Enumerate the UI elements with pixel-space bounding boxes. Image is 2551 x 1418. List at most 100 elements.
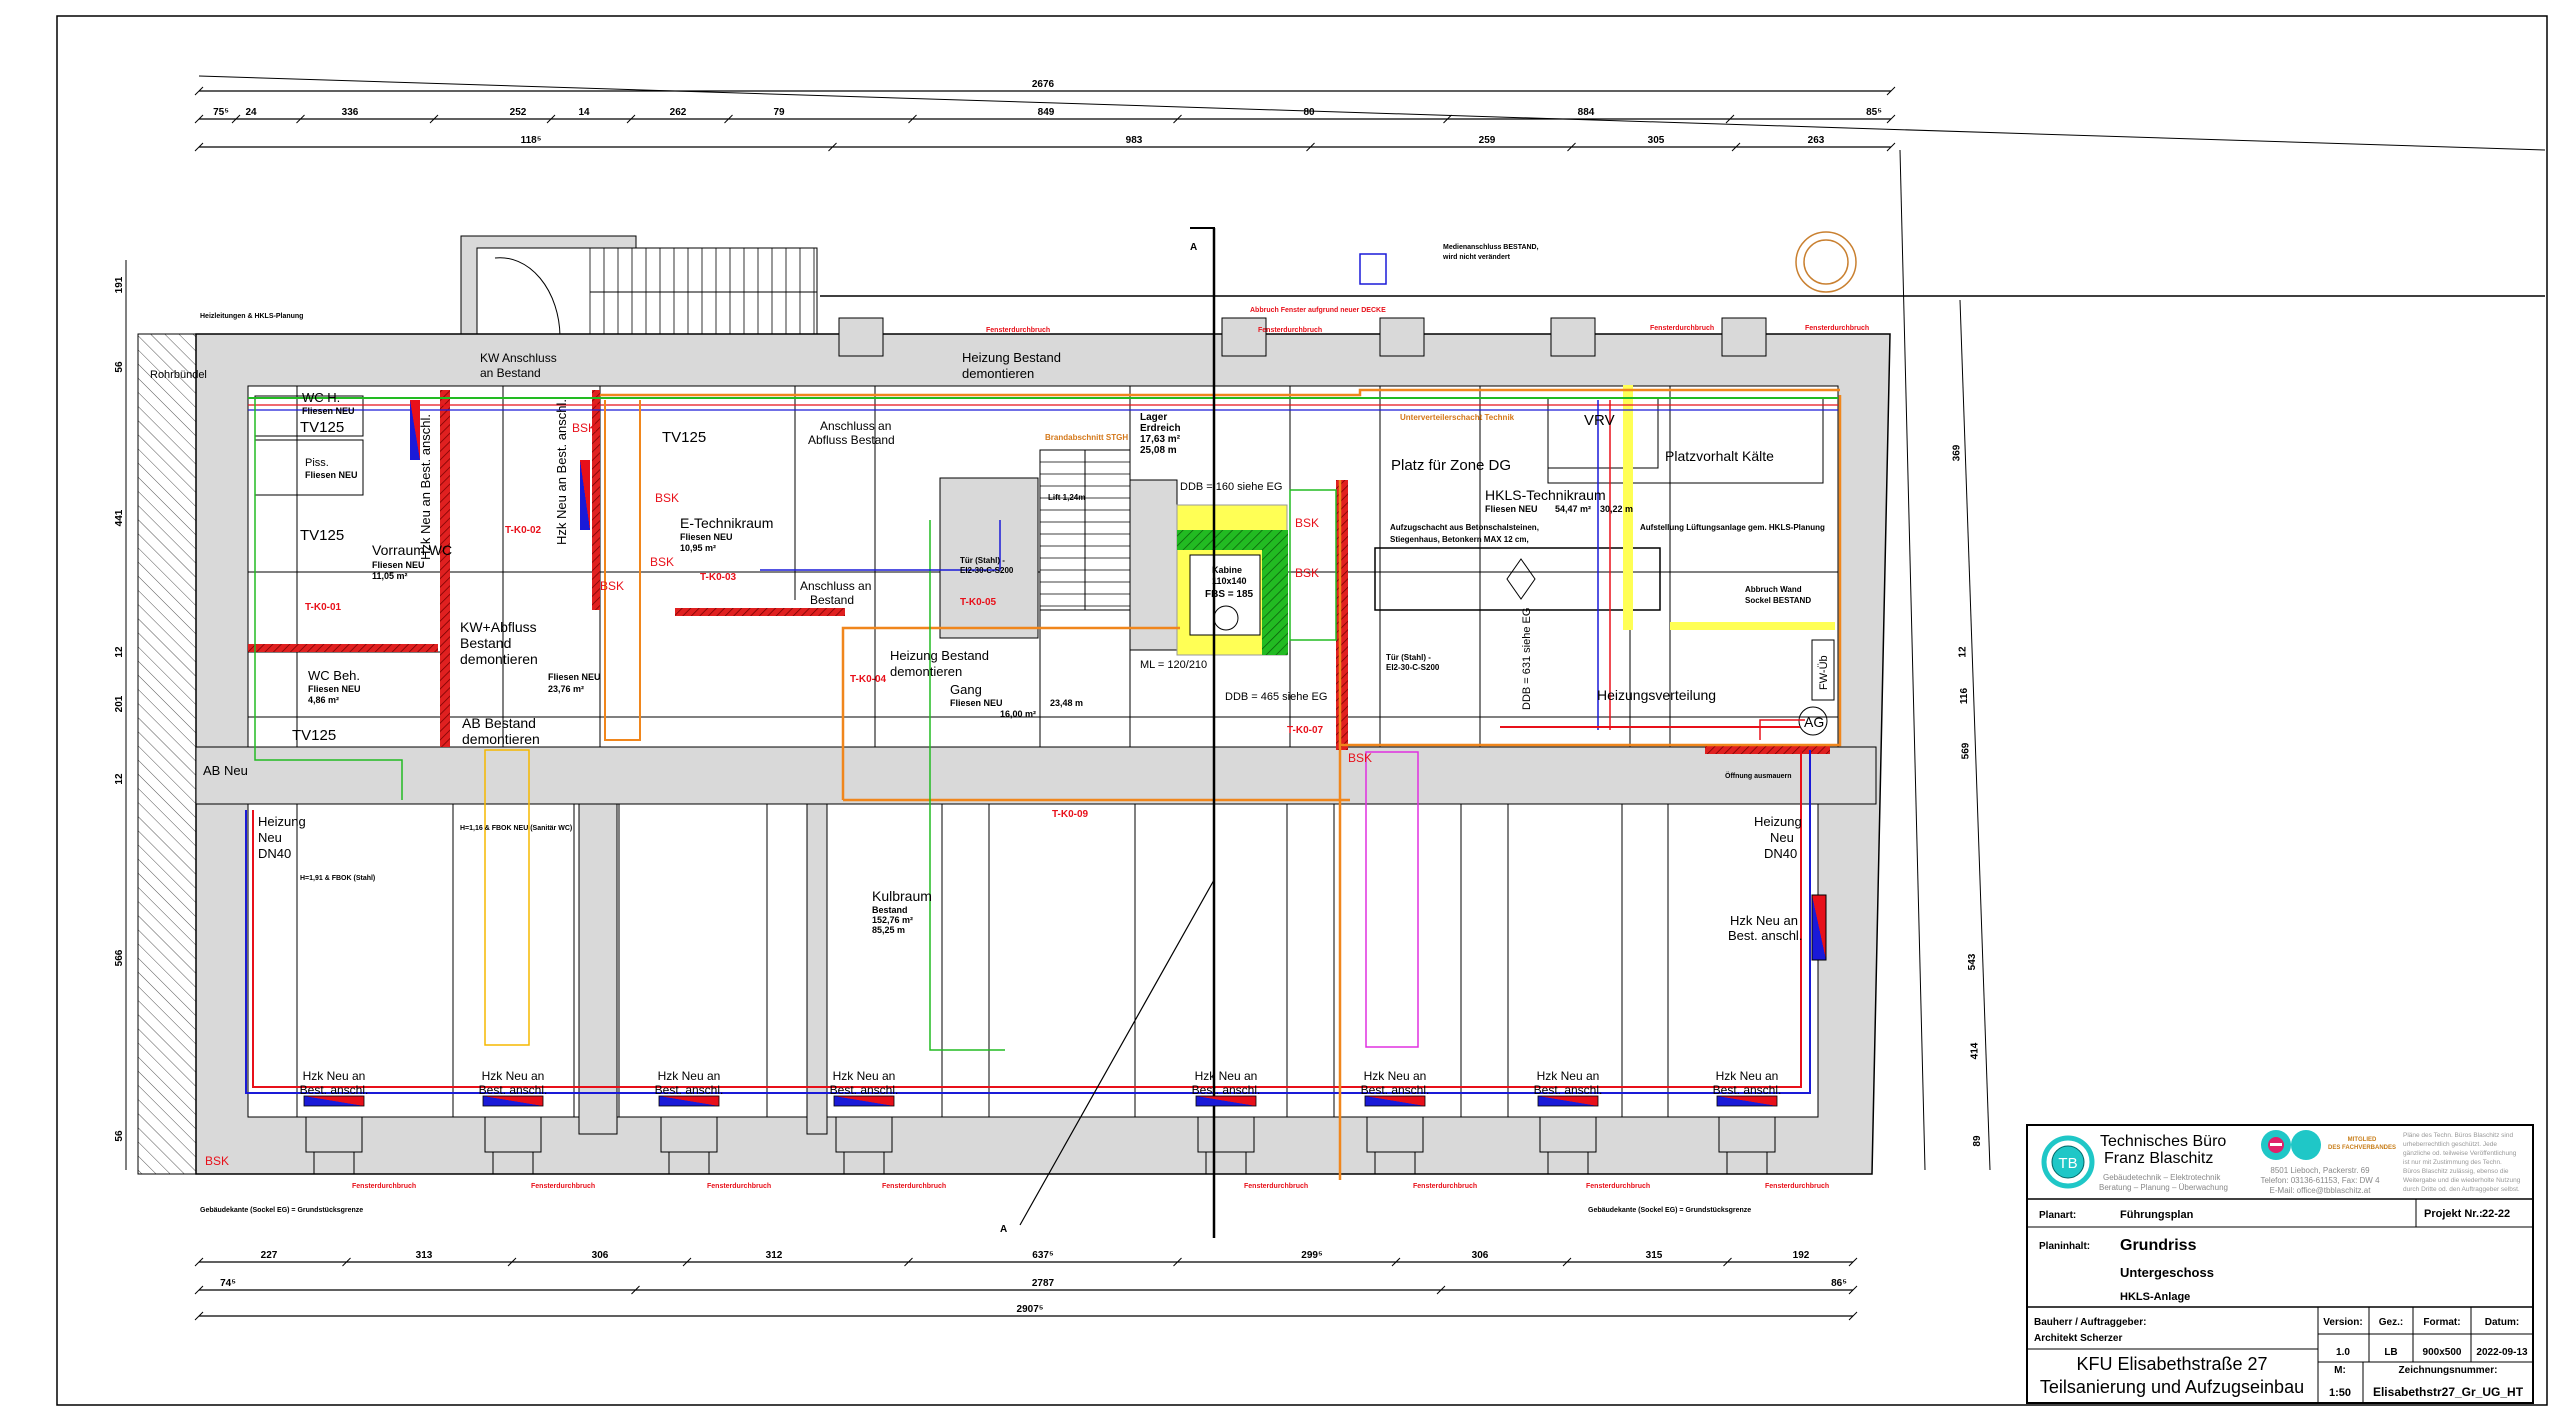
plan-label-note-top-left: Heizleitungen & HKLS-Planung xyxy=(200,313,303,320)
window-breakthrough-note: Fensterdurchbruch xyxy=(1413,1183,1477,1190)
radiator-label-1: Hzk Neu an xyxy=(1537,1069,1600,1083)
company-sub2: Beratung – Planung – Überwachung xyxy=(2099,1183,2228,1192)
dimension-tick xyxy=(1886,86,1896,96)
dimension-value: 14 xyxy=(578,107,590,118)
plan-label-anschl-best-2: Bestand xyxy=(810,593,854,607)
radiator-label-2: Best. anschl. xyxy=(1192,1083,1261,1097)
dimension-value: 543 xyxy=(1967,953,1978,970)
radiator-vertical xyxy=(580,460,590,530)
dimension-value: 12 xyxy=(1958,646,1969,658)
plan-label-gang-area: 16,00 m² xyxy=(1000,709,1036,719)
plan-label-wc-beh-sub: Fliesen NEU xyxy=(308,684,361,694)
dimension-tick xyxy=(908,114,917,124)
window-niche xyxy=(1366,1116,1424,1174)
red-fire-wall xyxy=(440,390,450,747)
plan-label-lager-area: 17,63 m² xyxy=(1140,434,1181,445)
plan-label-brandabschnitt: Brandabschnitt STGH xyxy=(1045,433,1128,442)
plan-label-kabine-size: 110x140 xyxy=(1212,576,1247,586)
plan-label-gang-perim: 23,48 m xyxy=(1050,698,1083,708)
plan-label-bsk-1: BSK xyxy=(572,421,596,435)
red-fire-wall xyxy=(1705,746,1830,754)
radiator-label-2: Best. anschl. xyxy=(479,1083,548,1097)
dimension-value: 2907⁵ xyxy=(1017,1304,1044,1315)
project-title-2: Teilsanierung und Aufzugseinbau xyxy=(2040,1377,2304,1397)
dimension-tick xyxy=(231,114,241,124)
plan-label-note-top-right-2: wird nicht verändert xyxy=(1442,254,1511,261)
massstab-label: M: xyxy=(2334,1365,2346,1376)
elevator-shaft xyxy=(1176,489,1337,656)
radiator-label-1: Hzk Neu an xyxy=(1716,1069,1779,1083)
member-badge-1: MITGLIED xyxy=(2348,1137,2377,1143)
plan-label-ddb3: DDB = 631 siehe EG xyxy=(1521,608,1533,710)
plan-label-platz-zone: Platz für Zone DG xyxy=(1391,457,1511,474)
dimension-value: 79 xyxy=(773,107,785,118)
plan-label-ab-bestand-2: demontieren xyxy=(462,731,540,747)
dimension-tick xyxy=(194,142,204,152)
plan-label-heizungsverteilung: Heizungsverteilung xyxy=(1597,687,1716,703)
plan-label-kulbraum-sub: Bestand xyxy=(872,905,908,915)
dimension-value: 299⁵ xyxy=(1301,1250,1323,1261)
plan-label-kw-abfluss-3: demontieren xyxy=(460,651,538,667)
plan-label-abbruch-2: Sockel BESTAND xyxy=(1745,596,1811,605)
plan-label-wc-h: WC H. xyxy=(302,390,340,405)
dimension-tick xyxy=(724,114,733,124)
dimension-value: 252 xyxy=(510,107,527,118)
window-niche xyxy=(1718,1116,1776,1174)
plan-label-hoehe-1: H=1,91 & FBOK (Stahl) xyxy=(300,875,375,882)
plan-label-ml1: ML = 120/210 xyxy=(1140,659,1207,671)
format-value: 900x500 xyxy=(2423,1347,2462,1358)
plan-label-note-top-right-1: Medienanschluss BESTAND, xyxy=(1443,244,1539,251)
company-name-line1: Technisches Büro xyxy=(2100,1133,2226,1150)
red-fire-wall xyxy=(675,608,845,616)
planart-label: Planart: xyxy=(2039,1210,2076,1221)
plan-label-heizung-neu-l-2: Neu xyxy=(258,830,282,845)
dimension-tick xyxy=(1567,142,1576,152)
plan-label-vrv: VRV xyxy=(1584,412,1615,429)
dimension-value: 306 xyxy=(592,1250,609,1261)
datum-value: 2022-09-13 xyxy=(2476,1347,2528,1358)
dimension-value: 566 xyxy=(114,949,125,966)
plan-label-aufstellung: Aufstellung Lüftungsanlage gem. HKLS-Pla… xyxy=(1640,523,1825,532)
plan-label-t-k0-03: T-K0-03 xyxy=(700,572,737,583)
window-breakthrough-note: Fensterdurchbruch xyxy=(352,1183,416,1190)
plan-label-t-k0-09: T-K0-09 xyxy=(1052,809,1089,820)
plan-label-fbs: FBS = 185 xyxy=(1205,589,1254,600)
dimension-tick xyxy=(546,114,556,124)
plan-label-bsk-2: BSK xyxy=(655,491,679,505)
dimension-value: 306 xyxy=(1472,1250,1489,1261)
dimension-value: 12 xyxy=(114,773,125,785)
plan-label-bsk-8: BSK xyxy=(205,1154,229,1168)
shaft-marker xyxy=(1359,253,1387,285)
dimension-tick xyxy=(507,1257,517,1267)
plan-label-rohrbuendel: Rohrbündel xyxy=(150,369,207,381)
ventilation-unit-diamond xyxy=(1506,558,1536,600)
plan-label-kw-abfluss-area: 23,76 m² xyxy=(548,684,584,694)
dimension-tick xyxy=(626,114,636,124)
massstab-value: 1:50 xyxy=(2329,1387,2351,1399)
planinhalt-3: HKLS-Anlage xyxy=(2120,1291,2190,1303)
plan-label-hzk-right-1: Hzk Neu an xyxy=(1730,913,1798,928)
datum-label: Datum: xyxy=(2485,1317,2519,1328)
radiator-label-1: Hzk Neu an xyxy=(482,1069,545,1083)
dimension-value: 313 xyxy=(416,1250,433,1261)
hatched-neighbor-wall xyxy=(137,333,197,1175)
dimension-tick xyxy=(1306,142,1315,152)
plan-label-bsk-5: BSK xyxy=(1295,516,1319,530)
copyright-line: Büros Blaschitz zulässig, ebenso die xyxy=(2403,1168,2509,1175)
dimension-value: 191 xyxy=(114,276,125,293)
plan-label-note-bottom-left: Gebäudekante (Sockel EG) = Grundstücksgr… xyxy=(200,1207,363,1214)
window-niche xyxy=(1379,317,1425,357)
company-email: E-Mail: office@tbblaschitz.at xyxy=(2270,1186,2372,1195)
plan-label-tv125-4: TV125 xyxy=(662,429,706,446)
dimension-value: 192 xyxy=(1793,1250,1810,1261)
dimension-value: 74⁵ xyxy=(220,1278,236,1289)
plan-label-heizung-best2-1: Heizung Bestand xyxy=(890,648,989,663)
window-breakthrough-note: Fensterdurchbruch xyxy=(1650,325,1714,332)
plan-label-hzk-v1: Hzk Neu an Best. anschl. xyxy=(418,414,433,560)
window-breakthrough-note: Fensterdurchbruch xyxy=(1765,1183,1829,1190)
plan-label-heizung-neu-r-1: Heizung xyxy=(1754,814,1802,829)
